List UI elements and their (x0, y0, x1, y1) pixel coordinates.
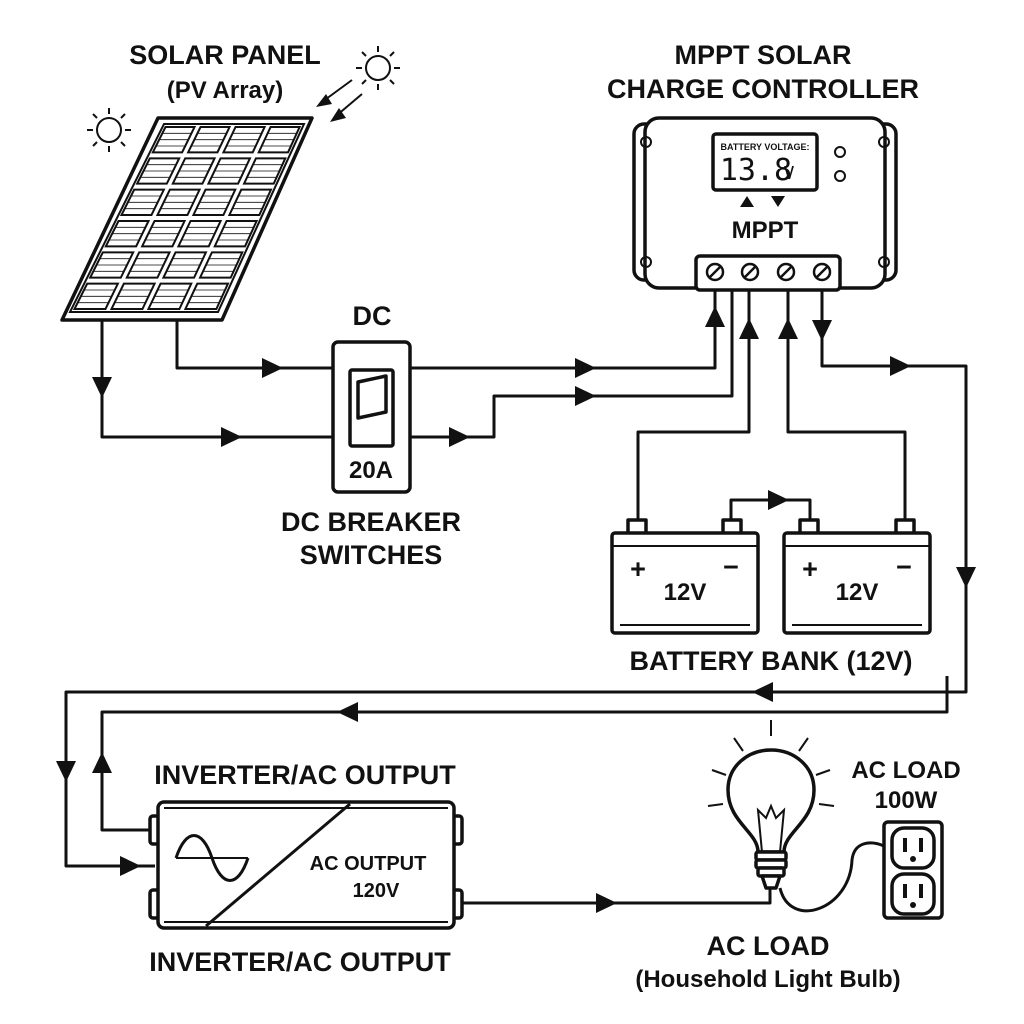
inverter-output-voltage: 120V (353, 880, 400, 902)
solar-panel-section: SOLAR PANEL (PV Array) (60, 40, 400, 322)
inverter-title-bottom: INVERTER/AC OUTPUT (149, 947, 451, 977)
down-arrow-icon[interactable] (771, 196, 785, 207)
load-power-label: AC LOAD (851, 757, 960, 784)
sun-icon (356, 46, 400, 90)
inverter-title-top: INVERTER/AC OUTPUT (154, 760, 456, 790)
terminal-screw-slot (709, 266, 721, 278)
charge-controller-section: MPPT SOLAR CHARGE CONTROLLER BATTERY VOL… (607, 40, 919, 292)
controller-mode-label: MPPT (732, 217, 799, 244)
indicator-led-icon (834, 170, 846, 182)
sun-icon (87, 108, 131, 152)
load-power-value: 100W (875, 787, 938, 814)
load-caption-line1: AC LOAD (707, 931, 830, 961)
battery-bank-section: + − 12V + − 12V BATTERY BANK (12V) (610, 518, 932, 676)
solar-panel-title: SOLAR PANEL (129, 40, 321, 70)
battery-minus-terminal: − (896, 552, 912, 582)
terminal-block (694, 254, 842, 292)
load-caption-line2: (Household Light Bulb) (635, 966, 900, 993)
inverter-output-label: AC OUTPUT (310, 853, 427, 875)
breaker-caption-line2: SWITCHES (300, 540, 443, 570)
solar-panel-icon (60, 116, 314, 322)
terminal-screw-slot (780, 266, 792, 278)
power-outlet-icon (882, 820, 944, 920)
light-bulb-icon (707, 720, 835, 890)
controller-title-line2: CHARGE CONTROLLER (607, 74, 919, 104)
battery-icon: + − 12V (782, 518, 932, 635)
terminal-screw-slot (744, 266, 756, 278)
solar-panel-subtitle: (PV Array) (167, 77, 283, 104)
up-arrow-icon[interactable] (740, 196, 754, 207)
dc-breaker-section: DC 20A DC BREAKER SWITCHES (281, 301, 461, 570)
battery2-voltage: 12V (836, 579, 879, 606)
controller-display (711, 132, 819, 192)
sunlight-arrows (316, 79, 363, 122)
wiring (56, 290, 976, 913)
breaker-toggle[interactable] (356, 374, 388, 420)
battery-plus-terminal: + (802, 554, 818, 584)
indicator-led-icon (834, 146, 846, 158)
display-label: BATTERY VOLTAGE: (721, 142, 810, 152)
battery-bank-caption: BATTERY BANK (12V) (629, 646, 912, 676)
display-unit: V (784, 163, 795, 184)
display-value: 13.8 (720, 153, 792, 188)
controller-title-line1: MPPT SOLAR (674, 40, 851, 70)
breaker-top-label: DC (353, 301, 392, 331)
inverter-section: INVERTER/AC OUTPUT AC OUTPUT 120V INVERT… (148, 760, 464, 977)
battery-plus-terminal: + (630, 554, 646, 584)
breaker-caption-line1: DC BREAKER (281, 507, 461, 537)
terminal-screw-slot (816, 266, 828, 278)
sine-wave-icon (174, 834, 250, 882)
breaker-rating: 20A (349, 457, 393, 484)
battery-minus-terminal: − (723, 552, 739, 582)
ac-load-section: AC LOAD 100W AC LOAD (Household Light Bu… (635, 720, 961, 993)
battery1-voltage: 12V (664, 579, 707, 606)
battery-icon: + − 12V (610, 518, 760, 635)
inverter-box (156, 800, 456, 930)
